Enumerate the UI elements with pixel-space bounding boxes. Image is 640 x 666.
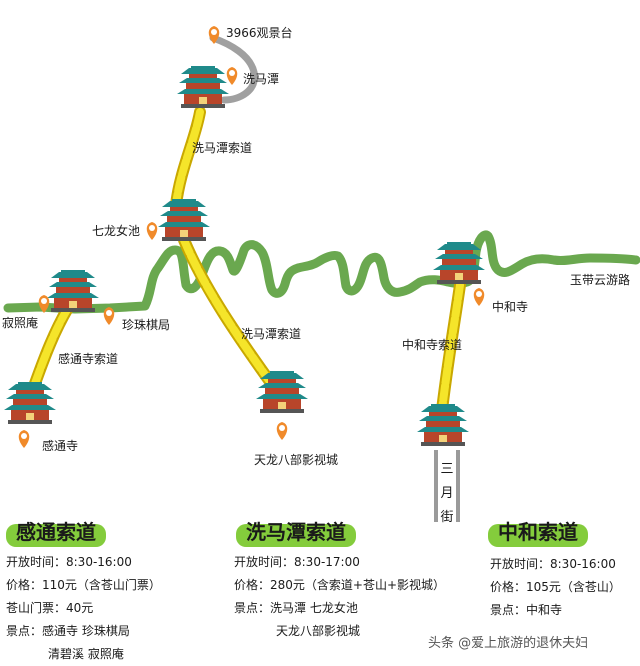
yudai-road bbox=[3, 230, 640, 314]
label-ximatan-cable-lower: 洗马潭索道 bbox=[241, 327, 302, 341]
label-yudai: 玉带云游路 bbox=[570, 273, 631, 287]
watermark: 头条 @爱上旅游的退休夫妇 bbox=[428, 636, 589, 651]
pavilion-jizhao bbox=[47, 270, 99, 312]
label-zhonghe-temple: 中和寺 bbox=[492, 300, 529, 314]
cable-lines bbox=[26, 106, 466, 416]
label-ximatan-cable-upper: 洗马潭索道 bbox=[192, 141, 253, 155]
label-gantong-cable: 感通寺索道 bbox=[58, 352, 119, 366]
label-zhenzhu: 珍珠棋局 bbox=[122, 318, 171, 332]
pavilion-gantong bbox=[4, 382, 56, 424]
pin-qilong-icon bbox=[146, 222, 158, 240]
pin-zhenzhu-icon bbox=[103, 307, 115, 325]
info-zhonghe: 开放时间：8:30-16:00 价格：105元（含苍山） 景点：中和寺 bbox=[490, 557, 621, 617]
info-gantong: 开放时间：8:30-16:00 价格：110元（含苍山门票） 苍山门票：40元 … bbox=[6, 555, 161, 661]
pin-gantong-icon bbox=[18, 430, 30, 448]
label-zhonghe-cable: 中和寺索道 bbox=[402, 338, 463, 352]
pin-tianlong-icon bbox=[276, 422, 288, 440]
label-tianlong: 天龙八部影视城 bbox=[254, 453, 339, 467]
info-ximatan: 开放时间：8:30-17:00 价格：280元（含索道+苍山+影视城） 景点：洗… bbox=[234, 555, 446, 638]
label-guanjingtai: 3966观景台 bbox=[226, 26, 293, 40]
pavilion-ximatan bbox=[177, 66, 229, 108]
pavilion-tianlong bbox=[256, 371, 308, 413]
title-gantong: 感通索道 bbox=[6, 514, 106, 547]
viewpoint-walkway bbox=[209, 34, 259, 104]
pin-zhonghe-icon bbox=[473, 288, 485, 306]
label-gantong-temple: 感通寺 bbox=[42, 439, 79, 453]
pin-ximatan-icon bbox=[226, 67, 238, 85]
label-jizhaoan: 寂照庵 bbox=[2, 316, 39, 330]
sanyuejie-walkway-bg bbox=[438, 452, 456, 522]
title-zhonghe: 中和索道 bbox=[488, 514, 588, 547]
pavilion-qilong bbox=[158, 199, 210, 241]
label-sanyuejie: 三 月 街 bbox=[440, 462, 454, 525]
label-qilong: 七龙女池 bbox=[92, 224, 141, 238]
label-ximatan: 洗马潭 bbox=[243, 72, 280, 86]
pavilion-zhonghe-bottom bbox=[417, 404, 469, 446]
title-ximatan: 洗马潭索道 bbox=[236, 514, 356, 547]
